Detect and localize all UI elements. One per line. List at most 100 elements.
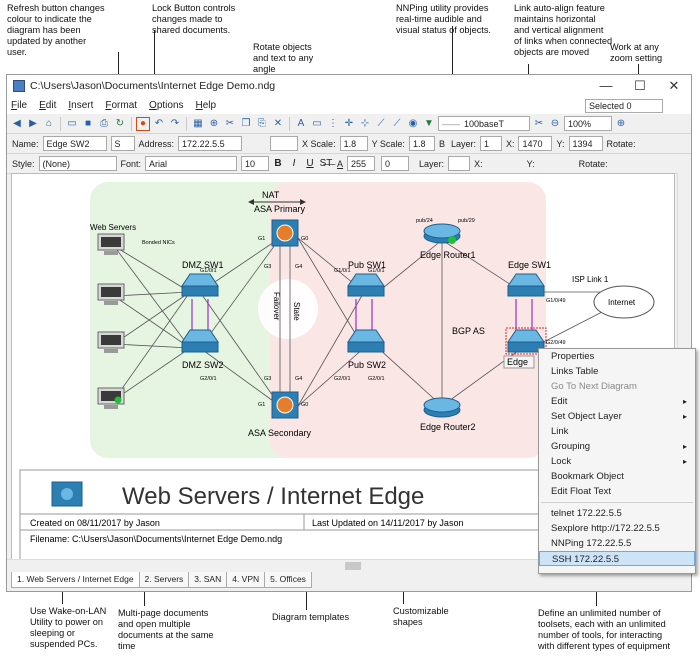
edge-router2: Edge Router2 (420, 397, 476, 432)
font-size-select[interactable]: 10 (241, 156, 270, 171)
menu-help[interactable]: Help (195, 100, 217, 111)
tab-servers[interactable]: 2. Servers (138, 572, 190, 588)
redo-icon[interactable]: ↷ (170, 118, 180, 129)
public-zone (270, 182, 546, 458)
svg-text:G1/0/1: G1/0/1 (200, 268, 217, 274)
menu-item-grouping[interactable]: Grouping (539, 439, 695, 454)
back-icon[interactable]: ◀ (13, 118, 21, 129)
alpha-input[interactable]: 255 (347, 156, 376, 171)
x-input[interactable]: 1470 (518, 136, 553, 151)
copy-icon[interactable]: ❐ (241, 118, 251, 129)
menu-item-bookmark[interactable]: Bookmark Object (551, 471, 624, 482)
forward-icon[interactable]: ▶ (29, 118, 37, 129)
page-tabs: 1. Web Servers / Internet Edge 2. Server… (11, 572, 312, 588)
link-alt-icon[interactable]: ⟋ (393, 118, 401, 129)
print-icon[interactable]: ⎙ (100, 118, 108, 129)
app-window: C:\Users\Jason\Documents\Internet Edge D… (6, 74, 692, 592)
svg-text:G2/0/1: G2/0/1 (200, 376, 217, 382)
address-extra[interactable] (270, 136, 299, 151)
horizontal-scrollbar[interactable] (7, 559, 677, 571)
menu-item-telnet[interactable]: telnet 172.22.5.5 (551, 508, 622, 519)
menu-item-sexplore[interactable]: Sexplore http://172.22.5.5 (551, 523, 660, 534)
menu-insert[interactable]: Insert (68, 100, 94, 111)
menu-item-go-next[interactable]: Go To Next Diagram (551, 381, 637, 392)
minimize-button[interactable]: — (599, 78, 613, 93)
edge-sw2-selected: Edge (503, 327, 547, 369)
annotation-toolsets: Define an unlimited number of toolsets, … (538, 608, 671, 651)
close-button[interactable]: ✕ (668, 78, 680, 93)
save-icon[interactable]: ■ (84, 118, 92, 129)
xscale-input[interactable]: 1.8 (339, 136, 368, 151)
strike-button[interactable]: S̶T̶ (319, 158, 333, 169)
node-icon[interactable]: ⊹ (360, 118, 370, 129)
grid-icon[interactable]: ▦ (193, 118, 203, 129)
menu-item-nnping[interactable]: NNPing 172.22.5.5 (551, 538, 632, 549)
link-style-select[interactable]: —— 100baseT (438, 116, 530, 131)
layer-select-2[interactable] (448, 156, 471, 171)
menu-format[interactable]: Format (105, 100, 138, 111)
svg-text:G0: G0 (301, 236, 308, 242)
paste-icon[interactable]: ⎘ (258, 118, 266, 129)
unlink-icon[interactable]: ✂ (534, 118, 544, 129)
font-select[interactable]: Arial (145, 156, 238, 171)
window-title: C:\Users\Jason\Documents\Internet Edge D… (30, 80, 276, 92)
menu-item-link[interactable]: Link (551, 426, 569, 437)
internet-label: Internet (608, 298, 636, 307)
tab-vpn[interactable]: 4. VPN (226, 572, 266, 588)
menu-item-set-layer[interactable]: Set Object Layer (539, 409, 695, 424)
underline-button[interactable]: U (306, 158, 314, 169)
zoom-select[interactable]: 100% (564, 116, 612, 131)
menu-item-properties[interactable]: Properties (551, 351, 595, 362)
menu-item-lock[interactable]: Lock (539, 454, 695, 469)
pub-sw2: Pub SW2 (347, 329, 386, 370)
delete-icon[interactable]: ✕ (273, 118, 283, 129)
layer-select[interactable]: 1 (479, 136, 502, 151)
edge-sw1: Edge SW1 (507, 260, 551, 297)
address-input[interactable]: 172.22.5.5 (178, 136, 243, 151)
globe-icon[interactable]: ⊕ (209, 118, 219, 129)
tab-offices[interactable]: 5. Offices (264, 572, 312, 588)
shape-icon[interactable]: ▭ (312, 118, 322, 129)
nnping-icon[interactable]: ◉ (408, 118, 418, 129)
zoom-in-icon[interactable]: ⊕ (616, 118, 626, 129)
server-1 (97, 233, 125, 255)
link-icon[interactable]: ⟋ (377, 118, 385, 129)
edge-router1-label: Edge Router1 (420, 250, 476, 260)
style-select[interactable]: (None) (38, 156, 117, 171)
menu-file[interactable]: File (11, 100, 28, 111)
align-icon[interactable]: ⋮ (328, 118, 338, 129)
asa-primary: NAT ASA Primary (248, 190, 306, 247)
tab-web-servers[interactable]: 1. Web Servers / Internet Edge (11, 572, 140, 588)
italic-button[interactable]: I (292, 158, 296, 169)
new-icon[interactable]: ▭ (67, 118, 77, 129)
menu-options[interactable]: Options (149, 100, 184, 111)
web-servers-label: Web Servers (90, 223, 136, 232)
menu-edit[interactable]: Edit (39, 100, 57, 111)
menu-item-ssh[interactable]: SSH 172.22.5.5 (539, 551, 695, 566)
edge-sw2-label: Edge (507, 357, 528, 367)
y-input[interactable]: 1394 (568, 136, 603, 151)
lock-icon[interactable]: ● (136, 116, 150, 131)
asa-primary-label: ASA Primary (254, 204, 306, 214)
home-icon[interactable]: ⌂ (45, 118, 53, 129)
wol-icon[interactable]: ▼ (424, 118, 434, 129)
cut-icon[interactable]: ✂ (225, 118, 235, 129)
size-select[interactable]: S (110, 136, 135, 151)
connector-icon[interactable]: ✛ (344, 118, 354, 129)
menu-item-edit-float[interactable]: Edit Float Text (551, 486, 612, 497)
menu-item-links-table[interactable]: Links Table (551, 366, 599, 377)
selected-indicator: Selected 0 (585, 99, 663, 113)
maximize-button[interactable]: ☐ (634, 78, 646, 93)
menu-item-edit[interactable]: Edit (539, 394, 695, 409)
diagram-canvas[interactable]: Web Servers Bonded NICs (11, 173, 675, 571)
text-icon[interactable]: A (297, 118, 305, 129)
undo-icon[interactable]: ↶ (154, 118, 164, 129)
fill-input[interactable]: 0 (381, 156, 410, 171)
refresh-icon[interactable]: ↻ (115, 118, 125, 129)
zoom-out-icon[interactable]: ⊖ (550, 118, 560, 129)
yscale-input[interactable]: 1.8 (408, 136, 435, 151)
template-logo (51, 481, 83, 507)
bold-button[interactable]: B (274, 158, 282, 169)
tab-san[interactable]: 3. SAN (188, 572, 228, 588)
name-input[interactable]: Edge SW2 (42, 136, 107, 151)
